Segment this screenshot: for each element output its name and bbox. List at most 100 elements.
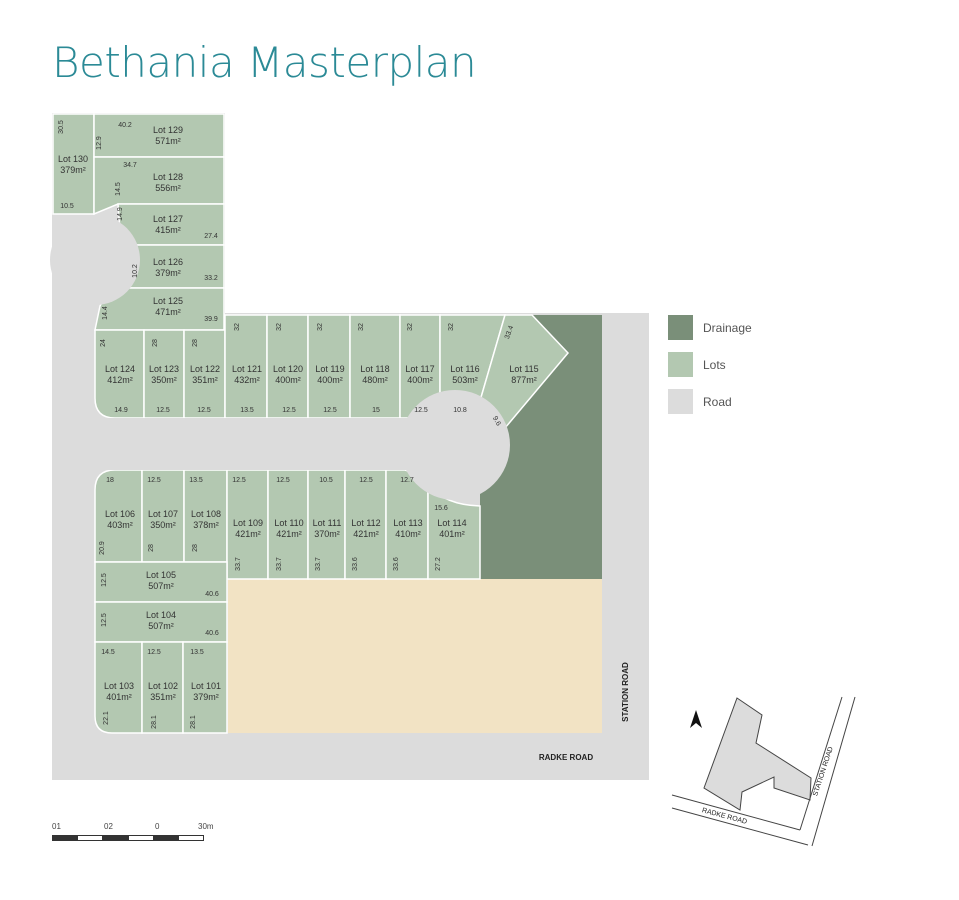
lot-124-area: 412m² [107, 375, 133, 385]
lot-115-area: 877m² [511, 375, 537, 385]
lot-106-name: Lot 106 [105, 509, 135, 519]
lot-123-area: 350m² [151, 375, 177, 385]
lot-108-area: 378m² [193, 520, 219, 530]
drainage-swatch [668, 315, 693, 340]
scale-label: 01 [52, 822, 61, 831]
dim-label: 12.5 [147, 477, 161, 484]
dim-label: 14.5 [115, 182, 122, 196]
dim-label: 9.6 [491, 415, 502, 427]
lot-108[interactable] [183, 469, 228, 563]
lot-109-area: 421m² [235, 529, 261, 539]
scale-label: 30m [198, 822, 214, 831]
lot-101-name: Lot 101 [191, 681, 221, 691]
lot-122[interactable] [183, 329, 226, 419]
lot-104[interactable] [94, 601, 228, 643]
locality-inset [671, 696, 856, 847]
dim-label: 32 [358, 323, 365, 331]
lot-129-name: Lot 129 [153, 125, 183, 135]
dim-label: 13.5 [190, 649, 204, 656]
scale-label: 0 [155, 822, 160, 831]
lot-118[interactable] [349, 314, 401, 419]
dim-label: 28 [152, 339, 159, 347]
lot-116-area: 503m² [452, 375, 478, 385]
lot-119[interactable] [307, 314, 351, 419]
lot-117-area: 400m² [407, 375, 433, 385]
legend-item-lots: Lots [668, 352, 752, 377]
road-swatch [668, 389, 693, 414]
lot-104-name: Lot 104 [146, 610, 176, 620]
dim-label: 24 [100, 339, 107, 347]
legend-label: Road [703, 394, 732, 409]
dim-label: 32 [276, 323, 283, 331]
lot-127-name: Lot 127 [153, 214, 183, 224]
dim-label: 12.5 [232, 477, 246, 484]
lot-103[interactable] [94, 641, 143, 734]
dim-label: 33.7 [276, 557, 283, 571]
station-road-label: STATION ROAD [621, 662, 630, 722]
lot-117-name: Lot 117 [405, 364, 434, 374]
scale-label: 02 [104, 822, 113, 831]
legend-item-road: Road [668, 389, 752, 414]
lot-112-area: 421m² [353, 529, 379, 539]
cul-de-sac-north [50, 215, 140, 305]
lot-120-name: Lot 120 [273, 364, 303, 374]
lot-105-name: Lot 105 [146, 570, 176, 580]
lot-101[interactable] [182, 641, 228, 734]
lot-101-area: 379m² [193, 692, 219, 702]
lot-123[interactable] [143, 329, 185, 419]
lot-107[interactable] [141, 469, 185, 563]
dim-label: 28 [192, 544, 199, 552]
dim-label: 39.9 [204, 316, 218, 323]
dim-label: 12.5 [276, 477, 290, 484]
lot-112-name: Lot 112 [351, 518, 380, 528]
dim-label: 10.8 [453, 407, 467, 414]
dim-label: 14.9 [117, 207, 124, 221]
dim-label: 40.6 [205, 630, 219, 637]
dim-label: 32 [234, 323, 241, 331]
dim-label: 18 [106, 477, 114, 484]
lot-123-name: Lot 123 [149, 364, 179, 374]
lot-130-area: 379m² [60, 165, 86, 175]
lot-107-name: Lot 107 [148, 509, 178, 519]
dim-label: 40.2 [118, 122, 132, 129]
dim-label: 14.9 [114, 407, 128, 414]
dim-label: 33.2 [204, 275, 218, 282]
lot-108-name: Lot 108 [191, 509, 221, 519]
dim-label: 10.2 [132, 264, 139, 278]
lot-121-name: Lot 121 [232, 364, 262, 374]
lot-119-name: Lot 119 [315, 364, 344, 374]
lot-107-area: 350m² [150, 520, 176, 530]
inset-station-label: STATION ROAD [812, 746, 835, 797]
lot-113-area: 410m² [395, 529, 421, 539]
dim-label: 15 [372, 407, 380, 414]
lot-109-name: Lot 109 [233, 518, 263, 528]
dim-label: 28.1 [151, 715, 158, 729]
drainage-area [480, 315, 602, 579]
lot-105-area: 507m² [148, 581, 174, 591]
lot-102[interactable] [141, 641, 184, 734]
lot-114-area: 401m² [439, 529, 465, 539]
dim-label: 27.4 [204, 233, 218, 240]
inset-radke-label: RADKE ROAD [701, 807, 748, 826]
scale-labels: 01 02 0 30m [52, 822, 214, 834]
dim-label: 30.5 [58, 120, 65, 134]
radke-road-label: RADKE ROAD [539, 753, 593, 762]
lot-126-area: 379m² [155, 268, 181, 278]
north-arrow-icon [690, 710, 702, 728]
dim-label: 40.6 [205, 591, 219, 598]
dim-label: 32 [407, 323, 414, 331]
dim-label: 33.6 [393, 557, 400, 571]
dim-label: 33.7 [315, 557, 322, 571]
lot-118-name: Lot 118 [360, 364, 389, 374]
dim-label: 12.5 [359, 477, 373, 484]
lot-122-name: Lot 122 [190, 364, 220, 374]
lot-120[interactable] [266, 314, 309, 419]
dim-label: 12.5 [323, 407, 337, 414]
lot-106-area: 403m² [107, 520, 133, 530]
lot-122-area: 351m² [192, 375, 218, 385]
lot-127-area: 415m² [155, 225, 181, 235]
dim-label: 12.7 [400, 477, 414, 484]
dim-label: 12.5 [156, 407, 170, 414]
dim-label: 20.9 [99, 541, 106, 555]
